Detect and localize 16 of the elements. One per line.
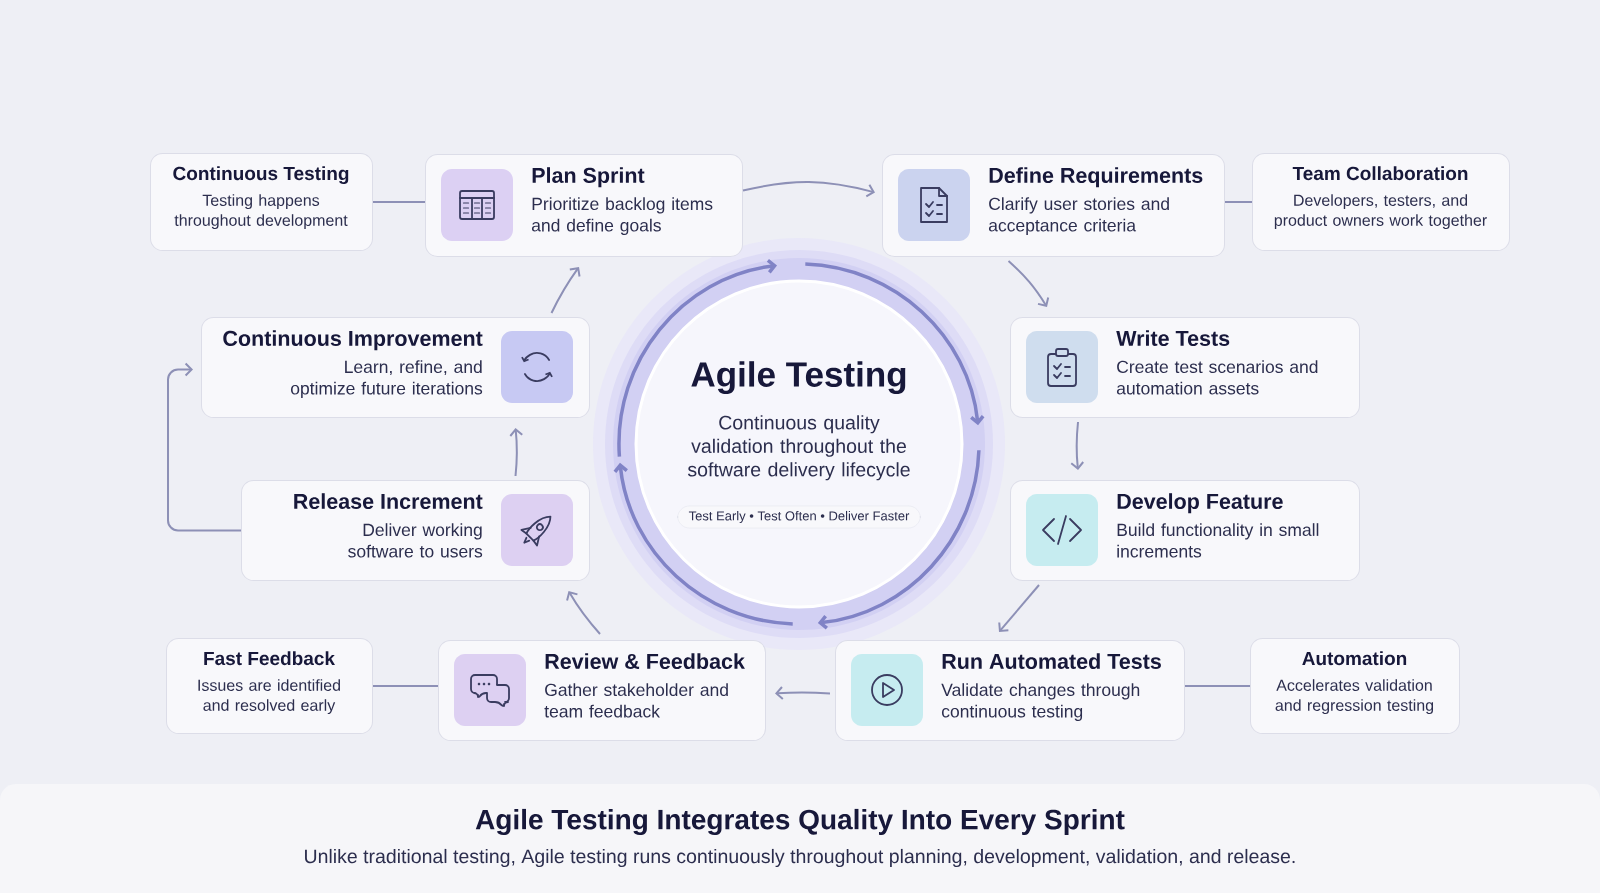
footer-title: Agile Testing Integrates Quality Into Every Sprint — [475, 808, 1125, 836]
note-box: Team Collaboration Developers, testers, and product owners work together — [1252, 153, 1510, 251]
arrow — [742, 181, 875, 198]
arrow — [1070, 421, 1085, 470]
arrow — [998, 584, 1040, 632]
note-box: Continuous Testing Testing happens throughout development — [150, 153, 373, 251]
note-box: Automation Accelerates validation and regression testing — [1250, 638, 1460, 734]
arrow — [167, 362, 242, 532]
arrow — [566, 591, 601, 635]
arrow — [1007, 260, 1050, 307]
arrow — [550, 267, 581, 314]
footer-caption: Unlike traditional testing, Agile testing runs continuously throughout planning, development, validation, and release. — [305, 848, 1295, 868]
arrow — [509, 428, 524, 477]
arrow — [775, 686, 831, 700]
tagline-pill: Test Early • Test Often • Deliver Faster — [677, 505, 921, 529]
note-box: Fast Feedback Issues are identified and resolved early — [166, 638, 373, 734]
